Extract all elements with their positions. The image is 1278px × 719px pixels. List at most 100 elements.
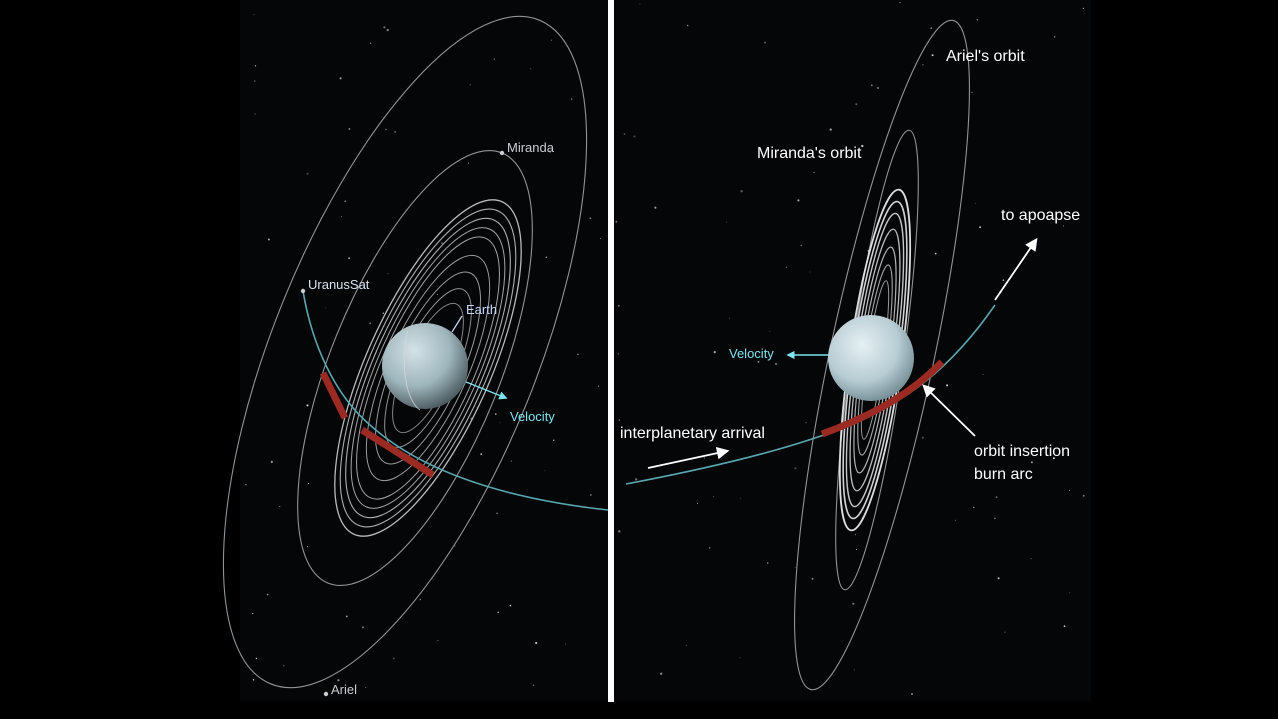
ariel-orbit-left — [222, 15, 588, 689]
star — [1030, 557, 1032, 560]
star — [565, 643, 567, 645]
star — [279, 505, 281, 508]
star — [946, 384, 949, 387]
star — [590, 494, 592, 496]
star — [365, 686, 367, 688]
trajectory-left — [302, 290, 609, 511]
star — [282, 664, 285, 667]
star — [386, 28, 389, 32]
star — [419, 598, 422, 601]
star — [467, 162, 469, 164]
star — [1062, 225, 1065, 227]
velocity-arrow-left — [465, 381, 508, 400]
star-field-right — [615, 2, 1085, 696]
uranussat-marker — [300, 288, 306, 294]
miranda-marker — [499, 150, 505, 156]
star — [552, 439, 555, 442]
ariel-label: Ariel — [331, 682, 357, 697]
star — [499, 422, 501, 424]
star — [369, 42, 372, 44]
star — [686, 24, 689, 27]
star — [392, 657, 395, 660]
star — [245, 483, 247, 486]
earth-label: Earth — [466, 302, 497, 317]
ring — [334, 199, 522, 537]
star — [497, 611, 499, 614]
star — [339, 77, 342, 80]
star — [437, 639, 439, 642]
star — [306, 404, 309, 407]
star — [854, 533, 857, 536]
uranus-planet-left — [382, 323, 468, 409]
star — [600, 238, 602, 240]
star — [509, 604, 512, 607]
star — [1082, 7, 1084, 9]
star — [437, 294, 439, 295]
star — [712, 496, 715, 498]
star — [811, 577, 814, 580]
star — [739, 497, 741, 499]
star — [532, 684, 535, 687]
star — [307, 546, 308, 548]
star — [617, 304, 620, 307]
interplanetary-arrival-label: interplanetary arrival — [620, 425, 765, 442]
star — [853, 669, 855, 671]
star — [255, 657, 258, 660]
star — [976, 19, 979, 21]
star — [337, 679, 340, 682]
star — [766, 562, 769, 564]
right-panel: Ariel's orbit Miranda's orbit to apoapse… — [614, 0, 1091, 702]
star — [726, 221, 727, 223]
star — [660, 672, 663, 675]
star — [267, 238, 270, 241]
star — [973, 506, 975, 509]
star — [571, 98, 573, 100]
star — [1068, 489, 1070, 492]
star — [1004, 631, 1006, 633]
star — [697, 502, 699, 504]
star — [548, 150, 552, 153]
left-panel: Miranda UranusSat Earth Velocity Ariel — [222, 0, 609, 702]
star — [454, 545, 456, 547]
star — [535, 641, 538, 645]
star — [341, 216, 343, 218]
burn-arc-left-1 — [319, 371, 349, 420]
burn-arc-left-2 — [360, 427, 435, 478]
star — [544, 470, 546, 472]
earth-pointer-left — [451, 315, 463, 333]
star — [1063, 625, 1066, 627]
star — [794, 567, 796, 569]
star — [813, 171, 815, 174]
star — [325, 307, 327, 309]
velocity-label-left: Velocity — [510, 409, 555, 424]
star — [510, 460, 512, 462]
uranussat-label: UranusSat — [308, 277, 370, 292]
star — [635, 478, 638, 481]
star — [545, 256, 548, 258]
star — [348, 257, 351, 260]
star — [685, 644, 687, 646]
star — [794, 467, 797, 470]
star — [1082, 494, 1085, 497]
star — [785, 266, 787, 268]
arrival-arrow — [647, 446, 730, 469]
star — [254, 65, 257, 67]
star — [633, 135, 636, 138]
star — [394, 131, 396, 133]
star — [469, 84, 471, 86]
star — [728, 317, 730, 319]
uranus-planet-right — [828, 315, 914, 401]
star — [740, 190, 743, 193]
ring — [350, 227, 506, 509]
star — [861, 144, 864, 148]
star — [855, 103, 858, 106]
star — [496, 512, 498, 514]
star — [1002, 279, 1005, 282]
star — [997, 577, 1000, 580]
star — [252, 613, 254, 615]
star — [709, 547, 711, 549]
star — [654, 206, 657, 209]
star — [529, 67, 532, 70]
star — [254, 80, 256, 82]
